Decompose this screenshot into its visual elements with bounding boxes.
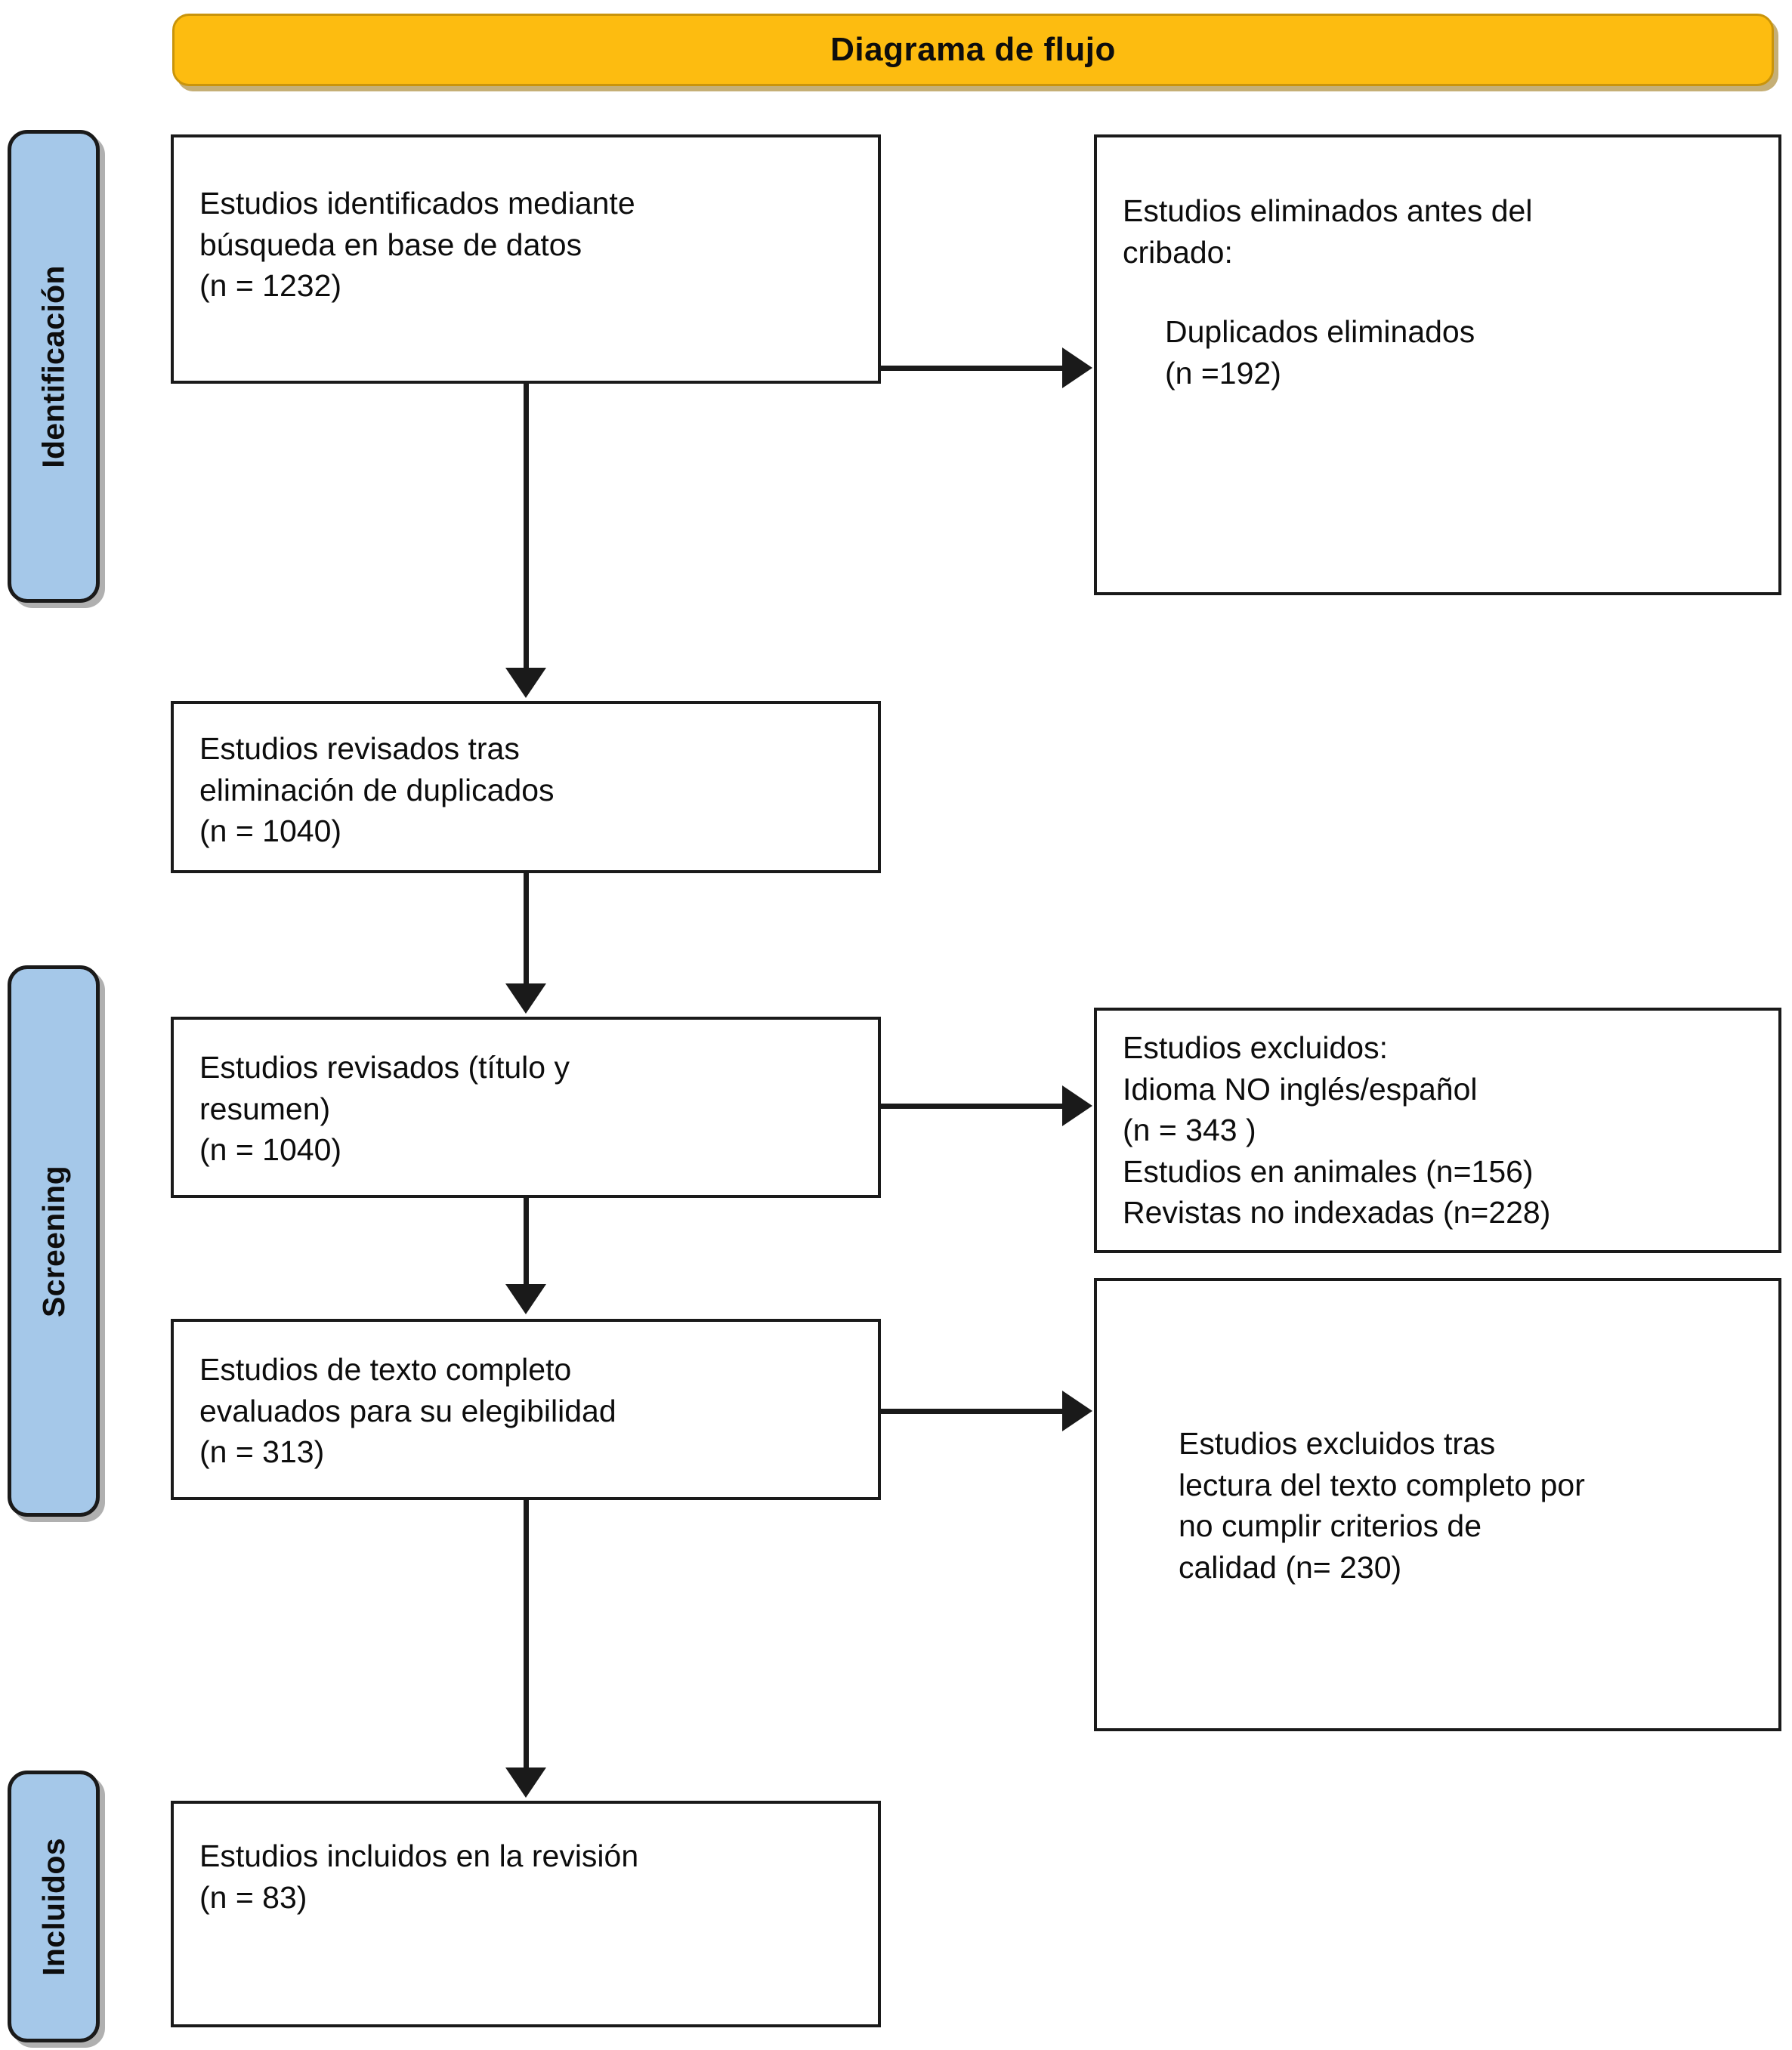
flow-box-studies-screened: Estudios revisados (título y resumen) (n… bbox=[171, 1017, 881, 1198]
stage-tab-screening: Screening bbox=[8, 965, 100, 1517]
flow-box-studies-identified: Estudios identificados mediante búsqueda… bbox=[171, 134, 881, 384]
flow-box-heading: Estudios eliminados antes del cribado: bbox=[1123, 193, 1533, 270]
arrowhead-identified-to-after-duplicates bbox=[505, 668, 546, 698]
arrowhead-fulltext-to-excluded bbox=[1062, 1391, 1092, 1431]
flow-box-excluded-screening: Estudios excluidos: Idioma NO inglés/esp… bbox=[1094, 1008, 1781, 1253]
flow-box-text: Estudios de texto completo evaluados par… bbox=[199, 1352, 616, 1470]
stage-tab-incluidos: Incluidos bbox=[8, 1771, 100, 2042]
arrowhead-identified-to-removed bbox=[1062, 347, 1092, 388]
stage-tab-identificacion: Identificación bbox=[8, 130, 100, 603]
stage-tab-label: Screening bbox=[36, 1165, 71, 1317]
flow-box-text: Estudios excluidos: Idioma NO inglés/esp… bbox=[1123, 1030, 1551, 1230]
connector-identified-to-removed bbox=[881, 366, 1064, 371]
arrowhead-after-duplicates-to-screened bbox=[505, 983, 546, 1014]
connector-screened-to-excluded bbox=[881, 1104, 1064, 1109]
page-title: Diagrama de flujo bbox=[830, 31, 1116, 68]
flow-box-excluded-fulltext: Estudios excluidos tras lectura del text… bbox=[1094, 1278, 1781, 1731]
connector-identified-to-after-duplicates bbox=[524, 384, 529, 672]
flow-box-text: Estudios revisados tras eliminación de d… bbox=[199, 731, 555, 849]
flow-box-studies-after-duplicates: Estudios revisados tras eliminación de d… bbox=[171, 701, 881, 873]
arrowhead-screened-to-excluded bbox=[1062, 1085, 1092, 1126]
stage-tab-label: Incluidos bbox=[36, 1837, 71, 1976]
arrowhead-fulltext-to-included bbox=[505, 1768, 546, 1798]
connector-fulltext-to-excluded bbox=[881, 1409, 1064, 1414]
diagram-header-banner: Diagrama de flujo bbox=[172, 14, 1774, 86]
connector-screened-to-fulltext bbox=[524, 1198, 529, 1287]
flow-box-text: Estudios incluidos en la revisión (n = 8… bbox=[199, 1839, 639, 1915]
flow-box-fulltext-assessed: Estudios de texto completo evaluados par… bbox=[171, 1319, 881, 1500]
flow-box-studies-included: Estudios incluidos en la revisión (n = 8… bbox=[171, 1801, 881, 2027]
connector-fulltext-to-included bbox=[524, 1500, 529, 1772]
flow-box-removed-before-screening: Estudios eliminados antes del cribado: D… bbox=[1094, 134, 1781, 595]
flow-box-text: Estudios excluidos tras lectura del text… bbox=[1179, 1426, 1585, 1585]
arrowhead-screened-to-fulltext bbox=[505, 1284, 546, 1314]
flow-box-detail: Duplicados eliminados (n =192) bbox=[1165, 314, 1475, 391]
flow-box-text: Estudios identificados mediante búsqueda… bbox=[199, 186, 635, 304]
flow-box-text: Estudios revisados (título y resumen) (n… bbox=[199, 1050, 570, 1168]
stage-tab-label: Identificación bbox=[36, 264, 71, 468]
connector-after-duplicates-to-screened bbox=[524, 873, 529, 988]
